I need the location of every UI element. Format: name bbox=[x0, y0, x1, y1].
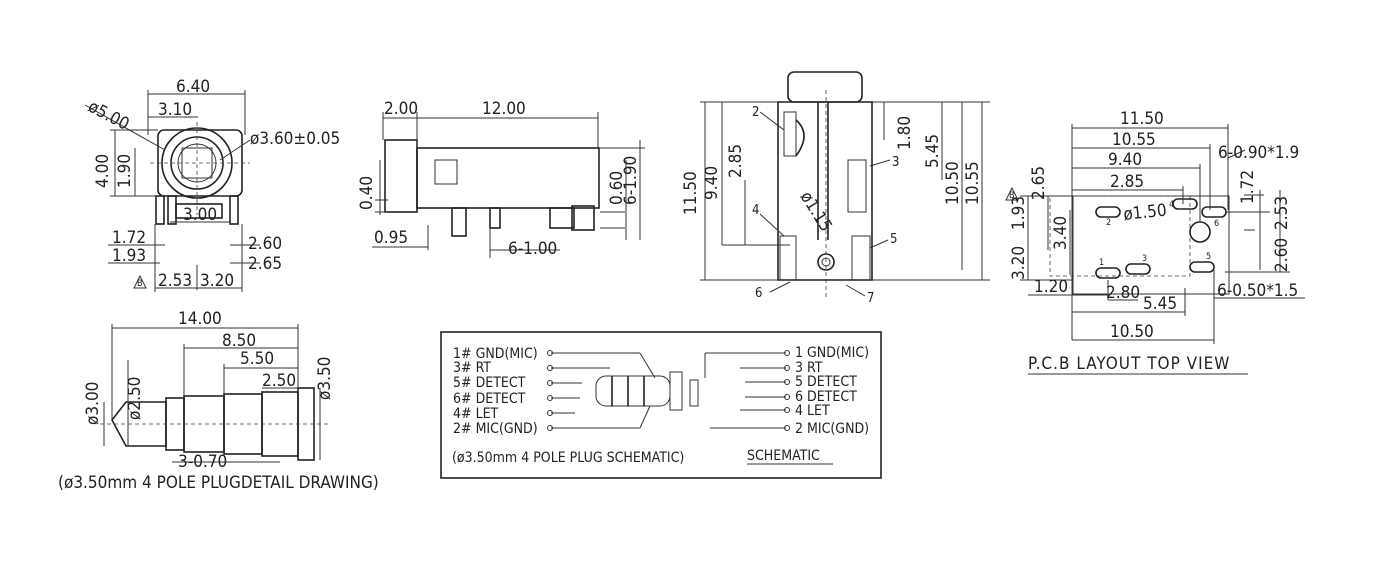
pcb-dim-253: 2.53 bbox=[1272, 196, 1292, 230]
dim-pin-left-a: 1.72 bbox=[112, 228, 146, 248]
dim-pin-right-a: 2.60 bbox=[248, 234, 282, 254]
dim-base: 0.40 bbox=[357, 176, 377, 210]
callout-2: 2 bbox=[752, 105, 759, 120]
pcb-pin-6: 6 bbox=[1214, 219, 1219, 229]
pcb-pin-4: 4 bbox=[1169, 200, 1174, 210]
dim-inner-width: 3.00 bbox=[183, 205, 217, 225]
pcb-layout: B 11.50 10.55 9.40 2.85 6-0.90*1.9 1.72 … bbox=[1005, 109, 1305, 375]
dim-pin-pitch: 6-1.00 bbox=[508, 239, 557, 259]
pcb-dim-172: 1.72 bbox=[1238, 170, 1258, 204]
plug-caption: (ø3.50mm 4 POLE PLUGDETAIL DRAWING) bbox=[58, 473, 379, 493]
plug-ring: 3-0.70 bbox=[178, 452, 227, 472]
dim-bottom-b: 3.20 bbox=[200, 271, 234, 291]
dim-pin-length: 6-1.90 bbox=[621, 156, 641, 205]
schematic-caption-left: (ø3.50mm 4 POLE PLUG SCHEMATIC) bbox=[452, 450, 684, 466]
callout-4: 4 bbox=[752, 203, 759, 218]
callout-3: 3 bbox=[892, 155, 899, 170]
pcb-dim-545: 5.45 bbox=[1143, 294, 1177, 314]
pcb-pin-3: 3 bbox=[1142, 254, 1147, 264]
dim-offset: 3.10 bbox=[158, 100, 192, 120]
schematic-left-row-6: 2# MIC(GND) bbox=[453, 421, 538, 437]
dim-height-b: 2.85 bbox=[726, 144, 746, 178]
plug-length: 14.00 bbox=[178, 309, 222, 329]
schematic-left-row-4: 6# DETECT bbox=[453, 391, 526, 407]
plug-dia-300: ø3.00 bbox=[83, 382, 103, 425]
callout-5: 5 bbox=[890, 232, 897, 247]
datum-label: B bbox=[137, 279, 143, 289]
dim-545: 5.45 bbox=[923, 134, 943, 168]
pcb-hole: ø1.50 bbox=[1122, 201, 1167, 225]
pcb-dim-280: 2.80 bbox=[1106, 283, 1140, 303]
pcb-dim-340: 3.40 bbox=[1051, 216, 1071, 250]
dim-flange: 2.00 bbox=[384, 99, 418, 119]
dim-1050: 10.50 bbox=[943, 161, 963, 205]
schematic-left-row-5: 4# LET bbox=[453, 406, 499, 422]
dim-height-total: 11.50 bbox=[681, 171, 701, 215]
plug-dim-550: 5.50 bbox=[240, 349, 274, 369]
pcb-pads-bottom bbox=[1095, 261, 1215, 279]
callout-6: 6 bbox=[755, 286, 762, 301]
dim-length: 12.00 bbox=[482, 99, 526, 119]
side-view: 2.00 12.00 0.40 0.95 6-1.00 0.60 6-1.90 bbox=[357, 99, 645, 259]
schematic-left-row-2: 3# RT bbox=[453, 360, 491, 376]
pcb-w-285: 2.85 bbox=[1110, 172, 1144, 192]
schematic-box: 1# GND(MIC) 3# RT 5# DETECT 6# DETECT 4#… bbox=[440, 331, 882, 479]
pcb-dim-120: 1.20 bbox=[1034, 277, 1068, 297]
dim-hole-diameter: ø3.60±0.05 bbox=[250, 129, 340, 149]
plug-detail: 14.00 8.50 5.50 2.50 ø3.00 ø2.50 ø3.50 3… bbox=[58, 309, 379, 493]
callout-7: 7 bbox=[867, 291, 874, 306]
front-view: B 6.40 ø5.00 3.10 ø3.60±0.05 4.00 1.90 3… bbox=[85, 77, 340, 292]
dim-outer-diameter: ø5.00 bbox=[85, 97, 133, 135]
plug-dia-350: ø3.50 bbox=[315, 357, 335, 400]
top-view: 11.50 9.40 2.85 ø1.15 1.80 5.45 10.50 10… bbox=[681, 71, 990, 306]
schematic-left-row-3: 5# DETECT bbox=[453, 375, 526, 391]
schematic-right-row-1: 1 GND(MIC) bbox=[795, 345, 869, 361]
schematic-caption-right: SCHEMATIC bbox=[747, 448, 820, 464]
dim-pin-height: 0.60 bbox=[607, 171, 627, 205]
schematic-right-row-4: 6 DETECT bbox=[795, 389, 857, 405]
plug-dim-250: 2.50 bbox=[262, 371, 296, 391]
pcb-w-1050: 10.50 bbox=[1110, 322, 1154, 342]
pcb-dim-260: 2.60 bbox=[1272, 238, 1292, 272]
pcb-w-1150: 11.50 bbox=[1120, 109, 1164, 129]
plug-dia-250: ø2.50 bbox=[125, 377, 145, 420]
dim-lead: 0.95 bbox=[374, 228, 408, 248]
dim-1055: 10.55 bbox=[963, 161, 983, 205]
pcb-datum: B bbox=[1009, 191, 1015, 201]
pcb-title: P.C.B LAYOUT TOP VIEW bbox=[1028, 354, 1230, 374]
dim-bottom-a: 2.53 bbox=[158, 271, 192, 291]
dim-hole: ø1.15 bbox=[796, 188, 836, 235]
plug-dim-850: 8.50 bbox=[222, 331, 256, 351]
dim-height-a: 9.40 bbox=[702, 166, 722, 200]
dim-pin-left-b: 1.93 bbox=[112, 246, 146, 266]
pcb-pin-5: 5 bbox=[1206, 252, 1211, 262]
pcb-pad-top: 6-0.90*1.9 bbox=[1218, 143, 1299, 163]
schematic-right-row-6: 2 MIC(GND) bbox=[795, 421, 869, 437]
schematic-right-row-2: 3 RT bbox=[795, 360, 823, 376]
pcb-w-940: 9.40 bbox=[1108, 150, 1142, 170]
schematic-left-row-1: 1# GND(MIC) bbox=[453, 346, 538, 362]
pcb-w-1055: 10.55 bbox=[1112, 130, 1156, 150]
pcb-pad-bottom: 6-0.50*1.5 bbox=[1217, 281, 1298, 301]
dim-width: 6.40 bbox=[176, 77, 210, 97]
schematic-right-row-3: 5 DETECT bbox=[795, 374, 857, 390]
dim-180: 1.80 bbox=[895, 116, 915, 150]
dim-height: 4.00 bbox=[93, 154, 113, 188]
dim-center-height: 1.90 bbox=[115, 154, 135, 188]
pcb-pin-2: 2 bbox=[1106, 218, 1111, 228]
schematic-right-row-5: 4 LET bbox=[795, 403, 830, 419]
pcb-dim-193: 1.93 bbox=[1009, 196, 1029, 230]
pcb-dim-320: 3.20 bbox=[1009, 246, 1029, 280]
pcb-pin-1: 1 bbox=[1099, 258, 1104, 268]
pcb-dim-265: 2.65 bbox=[1029, 166, 1049, 200]
dim-pin-right-b: 2.65 bbox=[248, 254, 282, 274]
